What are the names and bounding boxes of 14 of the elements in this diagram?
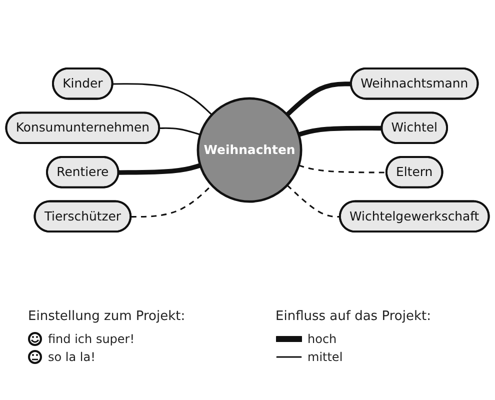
legend-text: mittel <box>308 350 343 364</box>
connector <box>159 127 201 136</box>
legend-text: hoch <box>308 332 337 346</box>
node-circle: Weihnachten <box>196 97 302 203</box>
connector <box>298 164 387 174</box>
connector <box>286 82 352 116</box>
legend-text: find ich super! <box>48 332 135 346</box>
legend-heading: Einfluss auf das Projekt: <box>276 309 431 324</box>
connector <box>112 83 212 116</box>
connector <box>286 184 340 218</box>
legend-text: so la la! <box>48 350 96 364</box>
legend-heading: Einstellung zum Projekt: <box>28 309 186 324</box>
connector <box>298 126 382 137</box>
connector <box>118 163 201 175</box>
